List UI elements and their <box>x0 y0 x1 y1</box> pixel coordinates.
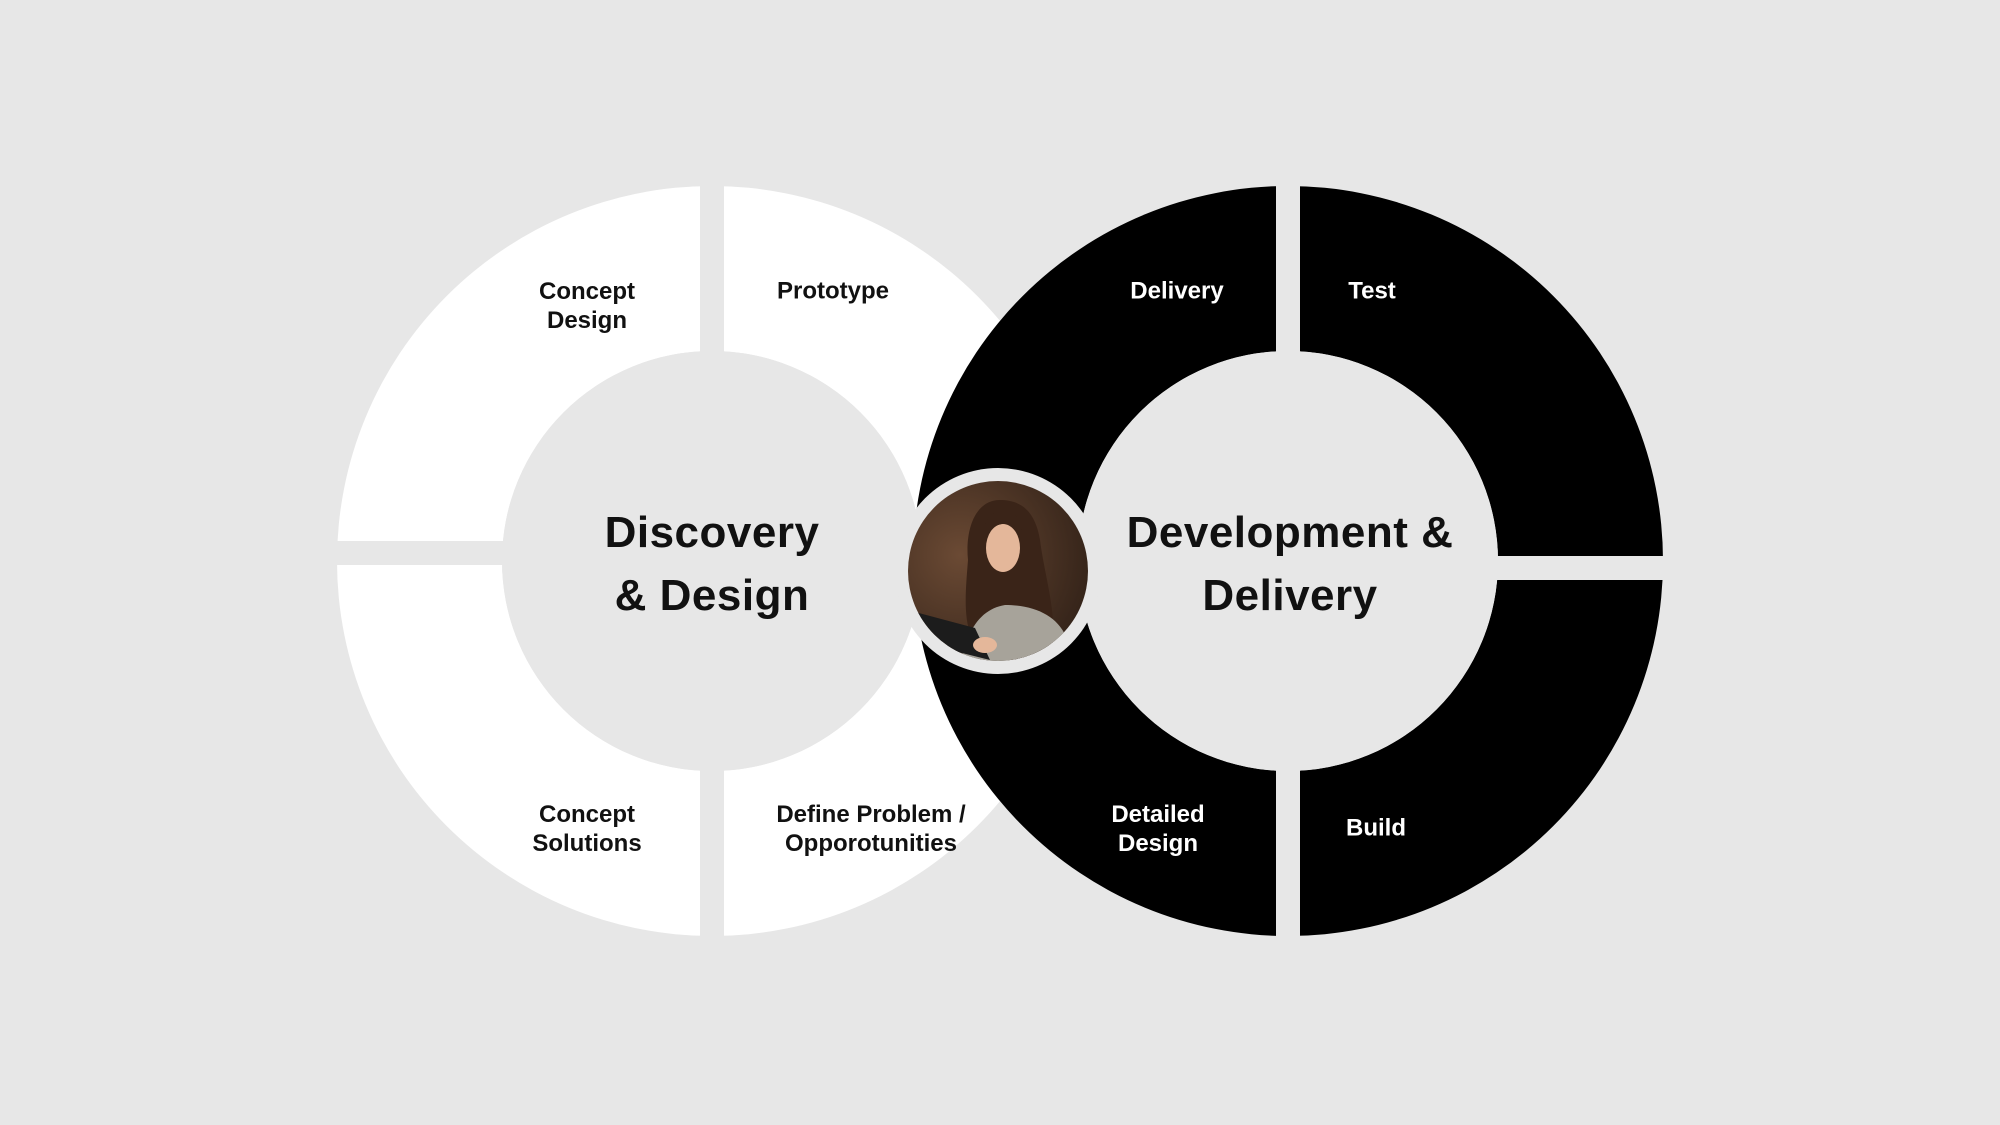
photo-sweater <box>955 605 1075 661</box>
segment-test: Test <box>1348 277 1396 305</box>
segment-concept-design: Concept Design <box>539 278 635 334</box>
left-cycle-ring <box>337 186 1087 936</box>
left-cycle-title: Discovery & Design <box>604 508 820 620</box>
segment-define-problem: Define Problem / Opporotunities <box>776 801 966 857</box>
photo-face <box>986 524 1020 572</box>
segment-detailed-design: Detailed Design <box>1111 801 1205 857</box>
photo-hand <box>973 637 997 653</box>
photo-tablet <box>915 612 990 660</box>
segment-delivery: Delivery <box>1130 277 1224 305</box>
segment-build: Build <box>1346 814 1406 842</box>
right-cycle-title: Development & Delivery <box>1126 508 1454 620</box>
center-photo <box>908 481 1088 661</box>
segment-prototype: Prototype <box>776 277 890 305</box>
right-inner-disc <box>1078 351 1498 771</box>
right-cycle-ring <box>913 186 1663 936</box>
left-inner-disc <box>502 351 922 771</box>
photo-hair-top <box>985 510 1022 535</box>
segment-concept-solutions: Concept Solutions <box>532 801 642 857</box>
